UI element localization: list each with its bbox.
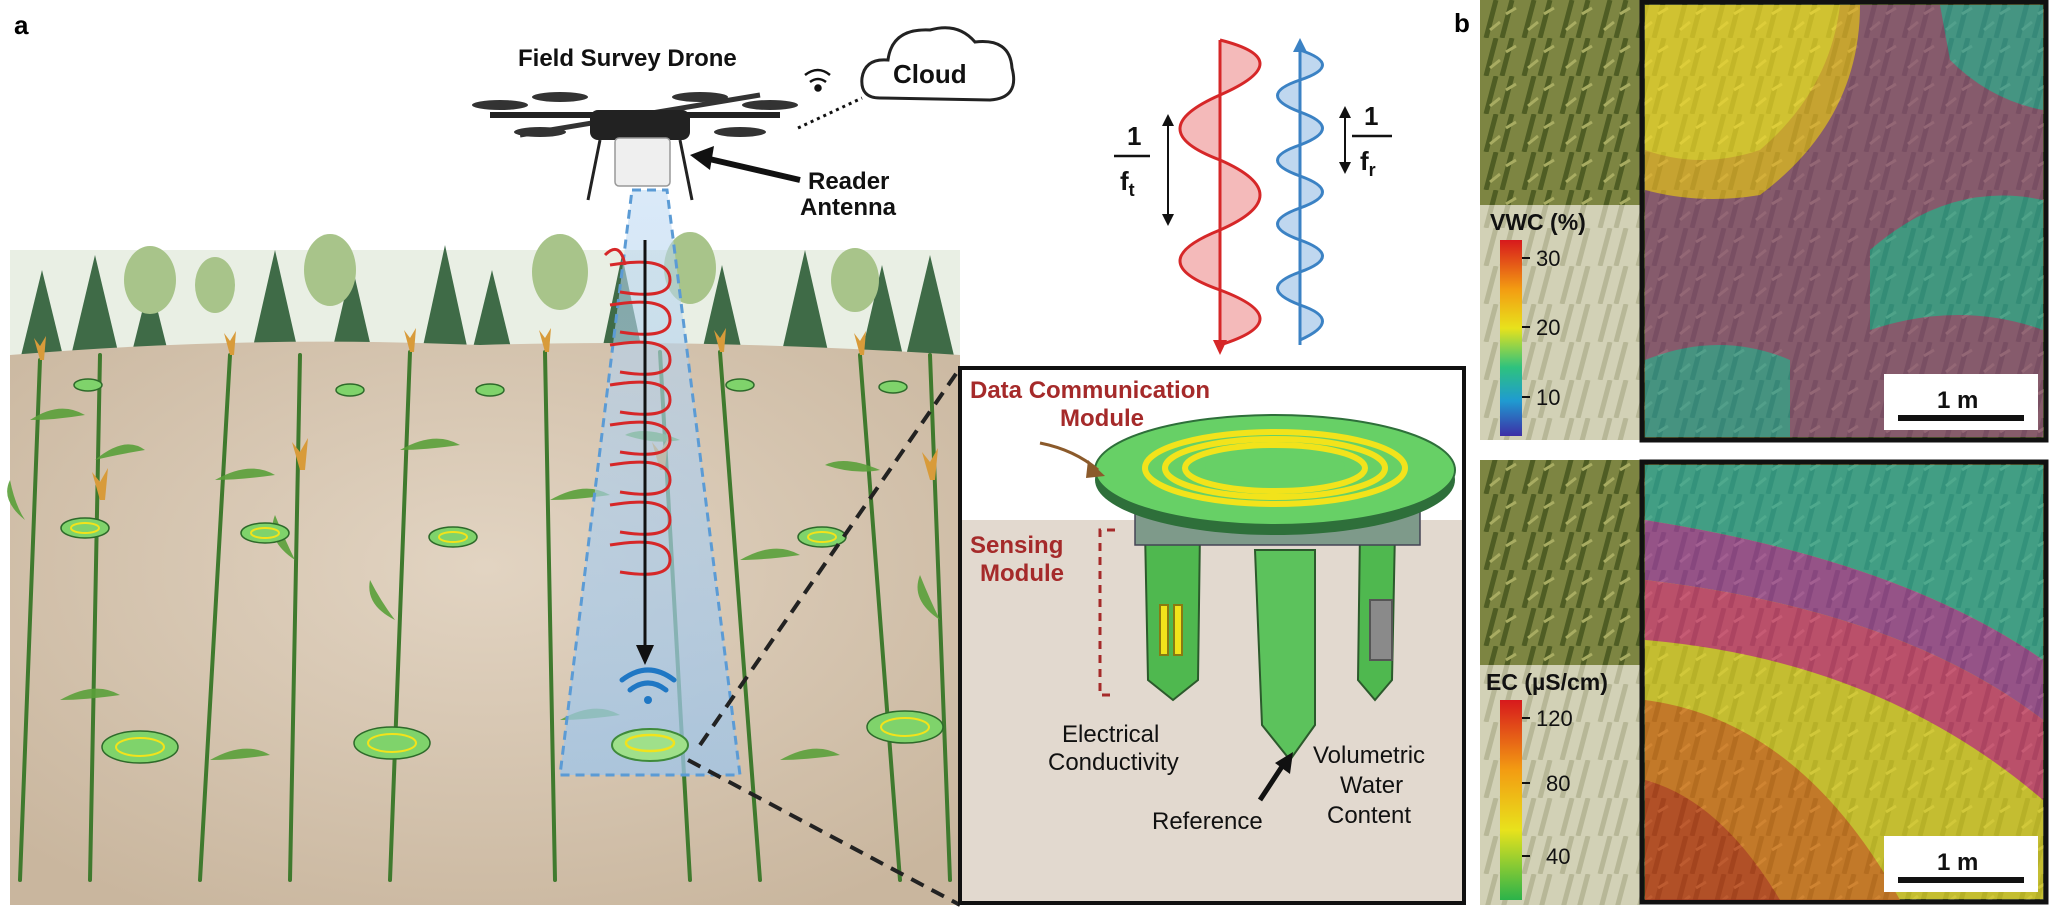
sensing-label-2: Module [980, 560, 1064, 587]
sensing-bracket [1098, 528, 1115, 697]
vwc-label-2: Water [1340, 772, 1403, 799]
ec-map-panel [1480, 459, 2049, 905]
reader-antenna-arrow-head [690, 146, 714, 170]
panel-a-letter: a [14, 10, 29, 40]
reference-arrow [1257, 763, 1286, 802]
freq-r-numerator: 1 [1364, 101, 1378, 131]
period-t-marker: 1 ft [1114, 114, 1174, 226]
reference-arrow-head [1275, 752, 1293, 774]
target-sensor-tag [611, 728, 689, 762]
return-wave [1276, 38, 1324, 345]
data-communication-module-disk [1094, 414, 1456, 535]
forest-background [10, 232, 960, 360]
vwc-label-3: Content [1327, 802, 1411, 829]
reference-label: Reference [1152, 808, 1263, 835]
reader-antenna-arrow [704, 155, 801, 183]
downlink-arrow-head [636, 645, 654, 665]
data-comm-label-1: Data Communication [970, 377, 1210, 404]
sensing-label-1: Sensing [970, 532, 1063, 559]
ec-label-2: Conductivity [1048, 749, 1179, 776]
data-comm-label-2: Module [1060, 405, 1144, 432]
cloud-label: Cloud [893, 59, 967, 89]
freq-r-symbol: f [1360, 146, 1369, 176]
ec-colorbar-title: EC (µS/cm) [1486, 669, 1608, 695]
freq-r-subscript: r [1369, 160, 1376, 180]
freq-r-denominator: fr [1360, 146, 1376, 180]
panel-b-letter: b [1454, 8, 1470, 38]
vwc-colorbar [1500, 240, 1530, 436]
ec-tick-120: 120 [1536, 706, 1573, 731]
vwc-tick-20: 20 [1536, 315, 1560, 340]
ec-tick-40: 40 [1546, 844, 1570, 869]
drone-wifi-icon [804, 68, 831, 92]
soil-field [10, 341, 960, 906]
field-sensor-tags [60, 378, 944, 764]
ec-tick-80: 80 [1546, 771, 1570, 796]
period-r-marker: 1 fr [1339, 101, 1392, 180]
vwc-map-panel [1480, 0, 2049, 443]
wireless-signal-icon [619, 667, 677, 704]
vwc-tick-10: 10 [1536, 385, 1560, 410]
transmit-wave [1178, 38, 1262, 355]
ec-colorbar [1500, 700, 1530, 900]
freq-t-subscript: t [1129, 180, 1135, 200]
sensor-inset [958, 366, 1466, 905]
reader-antenna-label-1: Reader [808, 168, 889, 195]
freq-t-symbol: f [1120, 166, 1129, 196]
vwc-scalebar-label: 1 m [1937, 387, 1978, 414]
zoom-line-upper [698, 366, 962, 747]
freq-t-numerator: 1 [1127, 121, 1141, 151]
zoom-line-lower [687, 758, 961, 907]
ec-scalebar-label: 1 m [1937, 849, 1978, 876]
drone-icon [472, 92, 798, 201]
reader-beam [558, 188, 742, 777]
vwc-tick-30: 30 [1536, 246, 1560, 271]
vwc-colorbar-title: VWC (%) [1490, 209, 1586, 235]
drone-cloud-link [797, 96, 863, 130]
ec-label-1: Electrical [1062, 721, 1159, 748]
cloud-icon [860, 26, 1016, 102]
drone-label: Field Survey Drone [518, 45, 737, 72]
data-comm-pointer-head [1086, 460, 1105, 478]
sensor-probes [1143, 529, 1397, 762]
vwc-label-1: Volumetric [1313, 742, 1425, 769]
reader-antenna-label-2: Antenna [800, 194, 897, 221]
freq-t-denominator: ft [1120, 166, 1135, 200]
